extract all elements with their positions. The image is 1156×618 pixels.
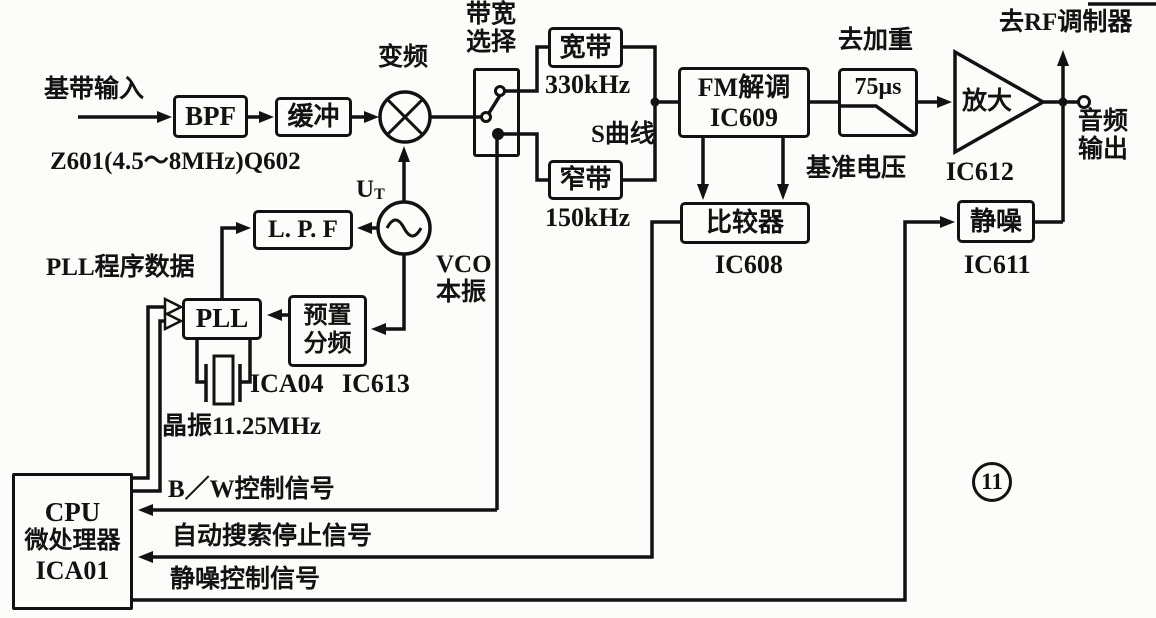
- label-amplifier-ic: IC612: [946, 157, 1014, 186]
- label-to-rf-modulator: 去RF调制器: [999, 9, 1133, 36]
- tuning-voltage-u: U: [356, 176, 375, 203]
- label-squelch-ic: IC611: [964, 250, 1031, 279]
- label-deemphasis-title: 去加重: [838, 27, 914, 54]
- label-crystal: 晶振11.25MHz: [162, 413, 322, 440]
- bandwidth-select-line1: 带宽: [466, 1, 517, 28]
- label-audio-output: 音频 输出: [1078, 108, 1128, 163]
- lpf-label: L. P. F: [268, 215, 338, 243]
- label-vco-local-osc: VCO 本振: [436, 251, 492, 306]
- mixer-symbol: [378, 90, 432, 144]
- label-wideband-value: 330kHz: [545, 70, 631, 99]
- wideband-label: 宽带: [559, 32, 612, 62]
- block-lpf: L. P. F: [253, 210, 353, 250]
- label-tuning-voltage: UT: [356, 176, 385, 204]
- label-preset-divider-ic: IC613: [342, 369, 410, 398]
- block-buffer-label: 缓冲: [287, 102, 340, 132]
- deemphasis-label: 75μs: [854, 74, 902, 100]
- block-bpf: BPF: [173, 95, 248, 138]
- cpu-line2: 微处理器: [24, 528, 121, 555]
- label-baseband-input: 基带输入: [44, 76, 145, 103]
- pll-data-arrowheads: [163, 296, 184, 332]
- arrowheads: [138, 50, 1069, 563]
- label-squelch-control: 静噪控制信号: [170, 566, 321, 593]
- fm-demod-label: FM解调: [697, 72, 791, 102]
- audio-output-line1: 音频: [1078, 108, 1129, 135]
- block-comparator: 比较器: [680, 202, 810, 244]
- deemphasis-curve: [840, 104, 917, 136]
- label-bandwidth-select: 带宽 选择: [466, 1, 516, 56]
- junction-dot: [650, 97, 660, 107]
- label-narrowband-value: 150kHz: [545, 203, 631, 232]
- tuning-voltage-sub: T: [374, 186, 385, 203]
- amplifier-symbol: [953, 48, 1047, 156]
- label-s-curve: S曲线: [591, 121, 655, 148]
- block-bpf-label: BPF: [185, 100, 236, 131]
- narrowband-label: 窄带: [559, 165, 612, 195]
- pll-label: PLL: [195, 303, 249, 334]
- signal-wires: [78, 2, 1156, 602]
- label-pll-program-data: PLL程序数据: [46, 254, 195, 281]
- preset-divider-line2: 分频: [303, 331, 352, 357]
- label-comparator-ic: IC608: [715, 250, 783, 279]
- cpu-line3: ICA01: [35, 555, 110, 585]
- label-reference-voltage: 基准电压: [806, 155, 907, 182]
- label-pll-ic: ICA04: [250, 369, 324, 398]
- figure-number-badge: 11: [972, 462, 1012, 502]
- preset-divider-line1: 预置: [303, 303, 352, 330]
- block-buffer: 缓冲: [275, 97, 352, 137]
- squelch-label: 静噪: [969, 206, 1022, 236]
- fm-demod-ic: IC609: [710, 102, 778, 132]
- block-bandwidth-switch: [473, 68, 520, 157]
- crystal-symbol: [212, 354, 235, 406]
- label-amplifier: 放大: [962, 88, 1013, 115]
- audio-output-line2: 输出: [1078, 135, 1129, 163]
- block-pll: PLL: [182, 298, 262, 340]
- label-mixer: 变频: [378, 44, 429, 71]
- block-fm-demod: FM解调 IC609: [678, 67, 810, 138]
- label-bw-control: B／W控制信号: [168, 476, 335, 503]
- audio-output-terminal: [1077, 95, 1091, 109]
- label-auto-search-stop: 自动搜索停止信号: [172, 523, 373, 550]
- vco-line1: VCO: [436, 251, 492, 278]
- block-wideband-filter: 宽带: [548, 27, 623, 68]
- block-cpu: CPU 微处理器 ICA01: [12, 473, 133, 610]
- figure-number: 11: [981, 469, 1003, 494]
- bandwidth-switch-contacts: [480, 85, 506, 140]
- block-squelch: 静噪: [957, 200, 1035, 243]
- vco-symbol: [376, 200, 432, 256]
- block-narrowband-filter: 窄带: [548, 160, 623, 200]
- cpu-line1: CPU: [44, 497, 101, 528]
- comparator-label: 比较器: [705, 208, 784, 238]
- label-filter-part: Z601(4.5～8MHz)Q602: [50, 148, 301, 175]
- block-deemphasis: 75μs: [838, 68, 918, 137]
- bandwidth-select-line2: 选择: [466, 28, 517, 56]
- vco-line2: 本振: [436, 278, 487, 306]
- block-preset-divider: 预置 分频: [288, 295, 367, 367]
- junction-dot: [1058, 97, 1068, 107]
